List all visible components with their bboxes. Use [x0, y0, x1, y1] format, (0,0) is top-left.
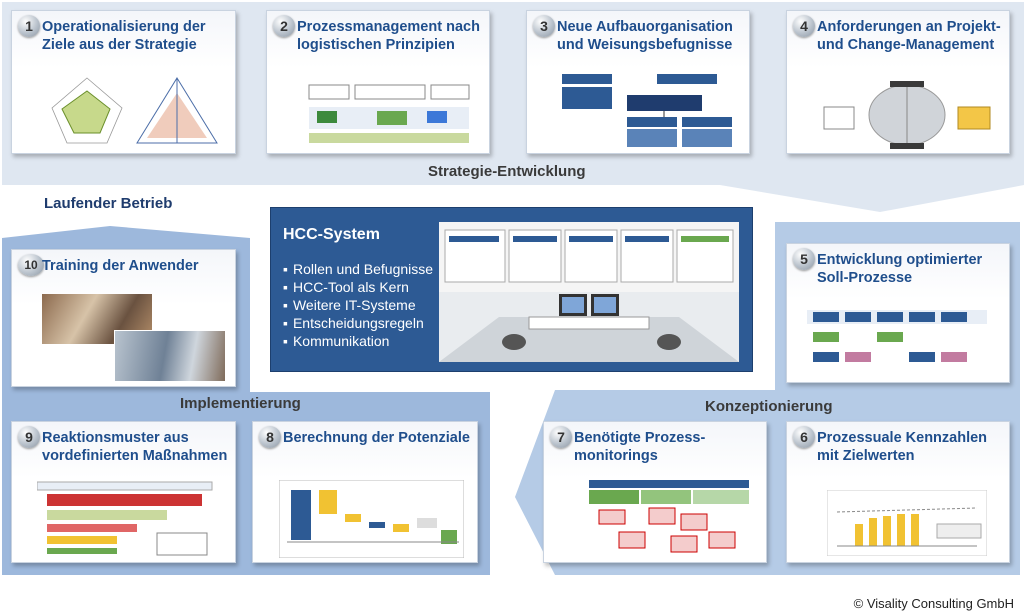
card-title: Prozessuale Kennzahlen mit Zielwerten	[817, 430, 988, 464]
step-number-badge: 5	[793, 248, 815, 270]
step-number-badge: 9	[18, 426, 40, 448]
step-number-badge: 4	[793, 15, 815, 37]
card-title: Neue Aufbauorganisation und Weisungsbefu…	[557, 19, 733, 53]
control-center-room-image	[439, 222, 739, 362]
step-number-badge: 1	[18, 15, 40, 37]
card-title: Benötigte Prozess-monitorings	[574, 430, 706, 464]
card-title: Berechnung der Potenziale	[283, 430, 470, 446]
card-5[interactable]: 5 Entwicklung optimierter Soll-Prozesse	[786, 243, 1010, 383]
card-title: Prozessmanagement nach logistischen Prin…	[297, 19, 480, 53]
operations-band-label: Laufender Betrieb	[44, 195, 173, 212]
step-number-badge: 6	[793, 426, 815, 448]
hcc-system-panel: HCC-System Rollen und Befugnisse HCC-Too…	[270, 207, 753, 372]
hcc-item: Rollen und Befugnisse	[283, 260, 443, 278]
card-title: Training der Anwender	[42, 258, 199, 274]
step-number-badge: 7	[550, 426, 572, 448]
strategy-radar-thumbnail	[51, 77, 218, 144]
logistics-process-thumbnail	[308, 84, 470, 143]
process-flow-thumbnail	[807, 310, 987, 362]
strategy-band	[2, 2, 1024, 212]
strategy-band-label: Strategie-Entwicklung	[428, 163, 586, 180]
hcc-system-title: HCC-System	[283, 226, 380, 243]
card-7[interactable]: 7 Benötigte Prozess-monitorings	[543, 421, 767, 563]
kpi-target-chart-thumbnail	[827, 490, 987, 556]
reaction-pattern-thumbnail	[37, 481, 213, 556]
hcc-system-list: Rollen und Befugnisse HCC-Tool als Kern …	[283, 260, 443, 350]
training-photo-2	[114, 330, 226, 382]
card-6[interactable]: 6 Prozessuale Kennzahlen mit Zielwerten	[786, 421, 1010, 563]
hcc-item: Kommunikation	[283, 332, 443, 350]
conception-band-label: Konzeptionierung	[705, 398, 833, 415]
card-title: Anforderungen an Projekt- und Change-Man…	[817, 19, 1001, 53]
copyright-notice: © Visality Consulting GmbH	[853, 596, 1014, 611]
card-10[interactable]: 10 Training der Anwender	[11, 249, 236, 387]
potential-waterfall-thumbnail	[279, 480, 464, 558]
card-8[interactable]: 8 Berechnung der Potenziale	[252, 421, 478, 563]
org-chart-thumbnail	[562, 74, 732, 147]
hcc-item: Weitere IT-Systeme	[283, 296, 443, 314]
step-number-badge: 3	[533, 15, 555, 37]
hcc-item: HCC-Tool als Kern	[283, 278, 443, 296]
brain-change-thumbnail	[823, 81, 991, 149]
card-4[interactable]: 4 Anforderungen an Projekt- und Change-M…	[786, 10, 1010, 154]
step-number-badge: 2	[273, 15, 295, 37]
process-monitoring-thumbnail	[589, 480, 749, 553]
step-number-badge: 8	[259, 426, 281, 448]
card-title: Operationalisierung der Ziele aus der St…	[42, 19, 206, 53]
hcc-item: Entscheidungsregeln	[283, 314, 443, 332]
implementation-band-label: Implementierung	[180, 395, 301, 412]
card-title: Reaktionsmuster aus vordefinierten Maßna…	[42, 430, 228, 464]
card-title: Entwicklung optimierter Soll-Prozesse	[817, 252, 983, 286]
card-9[interactable]: 9 Reaktionsmuster aus vordefinierten Maß…	[11, 421, 236, 563]
step-number-badge: 10	[18, 254, 44, 276]
card-2[interactable]: 2 Prozessmanagement nach logistischen Pr…	[266, 10, 490, 154]
card-3[interactable]: 3 Neue Aufbauorganisation und Weisungsbe…	[526, 10, 750, 154]
card-1[interactable]: 1 Operationalisierung der Ziele aus der …	[11, 10, 236, 154]
